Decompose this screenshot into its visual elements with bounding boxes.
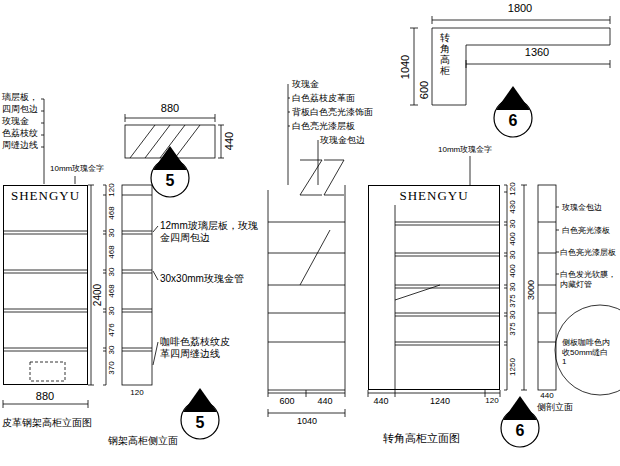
dimension-label: 1040 (400, 55, 411, 79)
section-callout: 6 (493, 98, 533, 138)
note-label: 咖啡色荔枝纹皮革四周缝边线 (160, 336, 232, 360)
dimension-label: 600 (419, 81, 430, 99)
note-label: 30x30mm玫瑰金管 (160, 274, 244, 284)
dimension-label: 120 (509, 182, 517, 195)
note-label: 四周包边 (2, 105, 38, 114)
dimension-label: 468 (108, 206, 116, 219)
dimension-label: 120 (130, 389, 143, 397)
callout-number: 5 (180, 400, 220, 431)
note-label: 白色发光软膜，内藏灯管 (560, 270, 617, 289)
dimension-label: 440 (373, 397, 388, 406)
note-label: 白色亮光漆板 (562, 226, 614, 236)
dimension-label: 370 (108, 361, 116, 374)
dimension-label: 1240 (430, 397, 450, 406)
dimension-label: 880 (161, 103, 179, 114)
dimension-label: 375 (509, 322, 517, 335)
dimension-label: 600 (279, 397, 294, 406)
brand-logo: SHENGYU (369, 186, 499, 203)
dimension-label: 120 (108, 183, 116, 196)
view-title-label: 钢架高柜侧立面 (108, 436, 178, 446)
dimension-label: 30 (108, 267, 116, 276)
dimension-label: 30 (509, 219, 517, 228)
plan-name-label: 转角高柜 (440, 32, 450, 76)
note-label: 白色荔枝皮革面 (292, 94, 355, 103)
brand-logo: SHENGYU (4, 186, 87, 203)
note-label: 璃层板， (2, 93, 38, 102)
callout-number: 6 (500, 408, 540, 439)
note-label: 侧板咖啡色内收50mm缝白1 (562, 338, 612, 367)
dimension-label: 400 (509, 264, 517, 277)
cabinet-elevation: SHENGYU (3, 185, 88, 385)
dimension-label: 440 (224, 132, 235, 150)
view-title-label: 皮革钢架高柜立面图 (2, 418, 92, 428)
dimension-label: 30 (509, 310, 517, 319)
dimension-label: 430 (509, 200, 517, 213)
dimension-label: 440 (540, 392, 553, 400)
note-label: 玫瑰金 (292, 80, 319, 89)
note-label: 玫瑰金包边 (562, 203, 614, 213)
dimension-label: 375 (509, 294, 517, 307)
dimension-label: 1250 (509, 358, 517, 376)
dimension-label: 468 (108, 245, 116, 258)
dimension-label: 468 (108, 284, 116, 297)
dimension-label: 30 (108, 228, 116, 237)
dimension-label: 30 (108, 306, 116, 315)
view-title-label: 转角高柜立面图 (383, 433, 460, 444)
dimension-label: 880 (36, 391, 54, 402)
note-label: 玫瑰金包边 (320, 136, 365, 145)
dimension-label: 30 (509, 250, 517, 259)
dimension-label: 440 (317, 397, 332, 406)
dimension-label: 1360 (525, 47, 549, 58)
dimension-label: 1040 (297, 417, 317, 426)
dimension-label: 2400 (93, 284, 103, 306)
dimension-label: 400 (509, 232, 517, 245)
callout-number: 5 (150, 158, 190, 189)
dimension-label: 30 (108, 345, 116, 354)
dimension-label: 1800 (508, 3, 532, 14)
note-label: 12mm玻璃层板，玫瑰金四周包边 (160, 220, 260, 244)
section-callout: 6 (500, 408, 540, 448)
note-label: 10mm玫瑰金字 (50, 165, 104, 173)
dimension-label: 120 (485, 397, 498, 405)
dimension-label: 476 (108, 323, 116, 336)
dimension-label: 30 (509, 282, 517, 291)
note-label: 背板白色亮光漆饰面 (292, 108, 373, 117)
note-label: 周缝边线 (2, 141, 38, 150)
section-callout: 5 (180, 400, 220, 440)
note-label: 白色亮光漆层板 (560, 248, 617, 258)
note-label: 白色亮光漆层板 (292, 122, 355, 131)
note-label: 10mm玫瑰金字 (438, 146, 492, 154)
view-title-label: 侧剖立面 (537, 403, 573, 412)
section-callout: 5 (150, 158, 190, 198)
dimension-label: 3000 (527, 280, 536, 300)
note-label: 玫瑰金 (2, 117, 29, 126)
callout-number: 6 (493, 98, 533, 129)
cabinet-elevation: SHENGYU (368, 185, 500, 390)
note-label: 色荔枝纹 (2, 129, 38, 138)
